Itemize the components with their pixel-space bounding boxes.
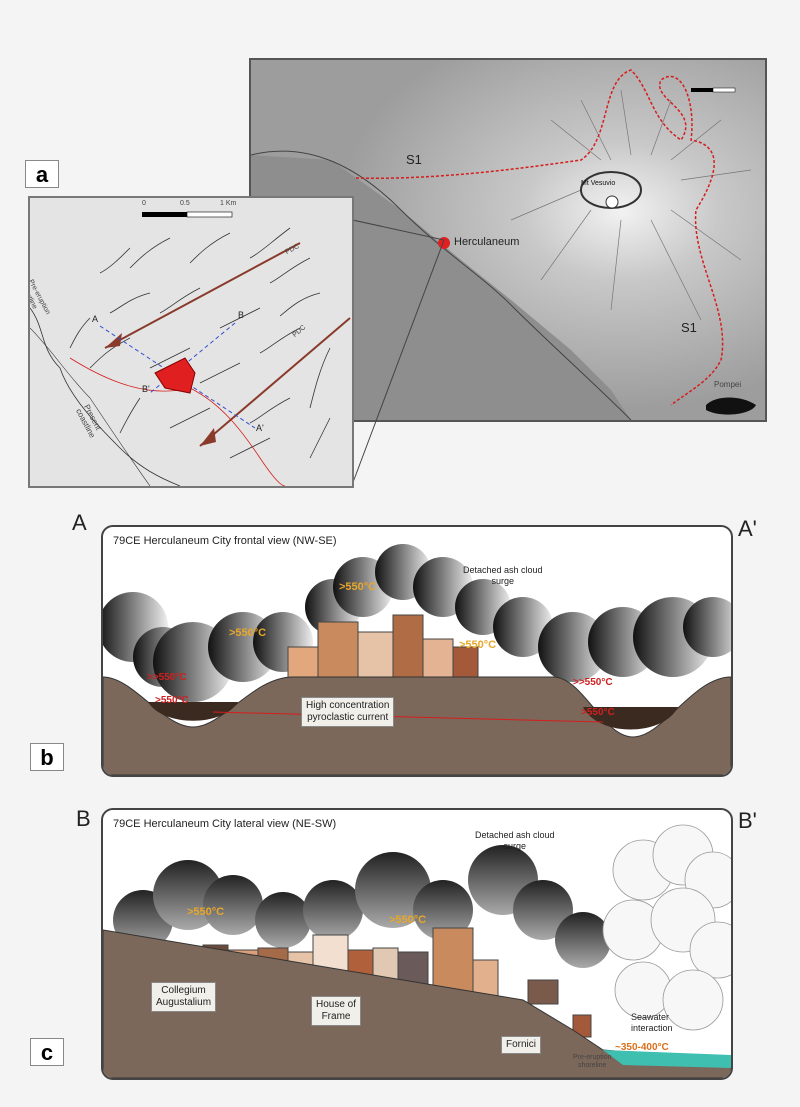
s1-label-south: S1 <box>681 320 697 335</box>
panel-c-frame: 79CE Herculaneum City lateral view (NE-S… <box>101 808 733 1080</box>
panel-c-title: 79CE Herculaneum City lateral view (NE-S… <box>113 818 337 830</box>
panel-a-letter: a <box>25 160 59 188</box>
panel-b-letter: b <box>30 743 64 771</box>
temp-b-right-mid: >550°C <box>459 639 497 651</box>
inset-point-b-prime: B' <box>142 384 150 394</box>
s1-dashed-boundary <box>355 69 724 406</box>
temp-c-left: >550°C <box>187 906 225 918</box>
temp-c-center: >550°C <box>389 914 427 926</box>
panel-c-letter: c <box>30 1038 64 1066</box>
inset-scale-0-5: 0.5 <box>180 200 190 207</box>
panel-b-frame: 79CE Herculaneum City frontal view (NW-S… <box>101 525 733 777</box>
inset-scale-0: 0 <box>142 200 146 207</box>
pdc-arrow-lower <box>199 317 351 447</box>
herculaneum-dot <box>438 237 450 249</box>
inset-point-a-prime: A' <box>256 423 264 433</box>
temp-b-top-center: >550°C <box>339 581 377 593</box>
mt-vesuvius-label: Mt Vesuvio <box>581 180 616 187</box>
fornici-label: Fornici <box>501 1036 542 1054</box>
temp-b-right-valley-1: >>550°C <box>573 677 613 688</box>
panel-c-cross-section <box>103 824 731 1078</box>
temp-b-left-mid: >550°C <box>229 627 267 639</box>
inset-flow-map <box>30 198 352 486</box>
section-b-right-end: A' <box>738 516 757 541</box>
temp-c-sea: ~350-400°C <box>615 1042 669 1053</box>
pdc-arrow-upper <box>104 242 301 349</box>
pompei-shape <box>706 397 756 415</box>
section-b-left-end: A <box>72 510 87 535</box>
section-c-right-end: B' <box>738 808 757 833</box>
temp-b-left-valley-1: >>550°C <box>147 672 187 683</box>
herculaneum-label: Herculaneum <box>454 236 520 248</box>
inset-point-a: A <box>92 314 99 324</box>
panel-b-cross-section <box>103 544 731 775</box>
temp-b-left-valley-2: >550°C <box>155 695 189 706</box>
herculaneum-city-polygon <box>154 357 196 394</box>
s1-label-north: S1 <box>406 152 422 167</box>
panel-b-title: 79CE Herculaneum City frontal view (NW-S… <box>113 535 337 547</box>
section-c-left-end: B <box>76 806 91 831</box>
pompei-label: Pompei <box>714 380 742 389</box>
inset-scale-1km: 1 Km <box>220 200 237 207</box>
temp-b-right-valley-2: >550°C <box>581 707 615 718</box>
inset-point-b: B <box>238 310 245 320</box>
